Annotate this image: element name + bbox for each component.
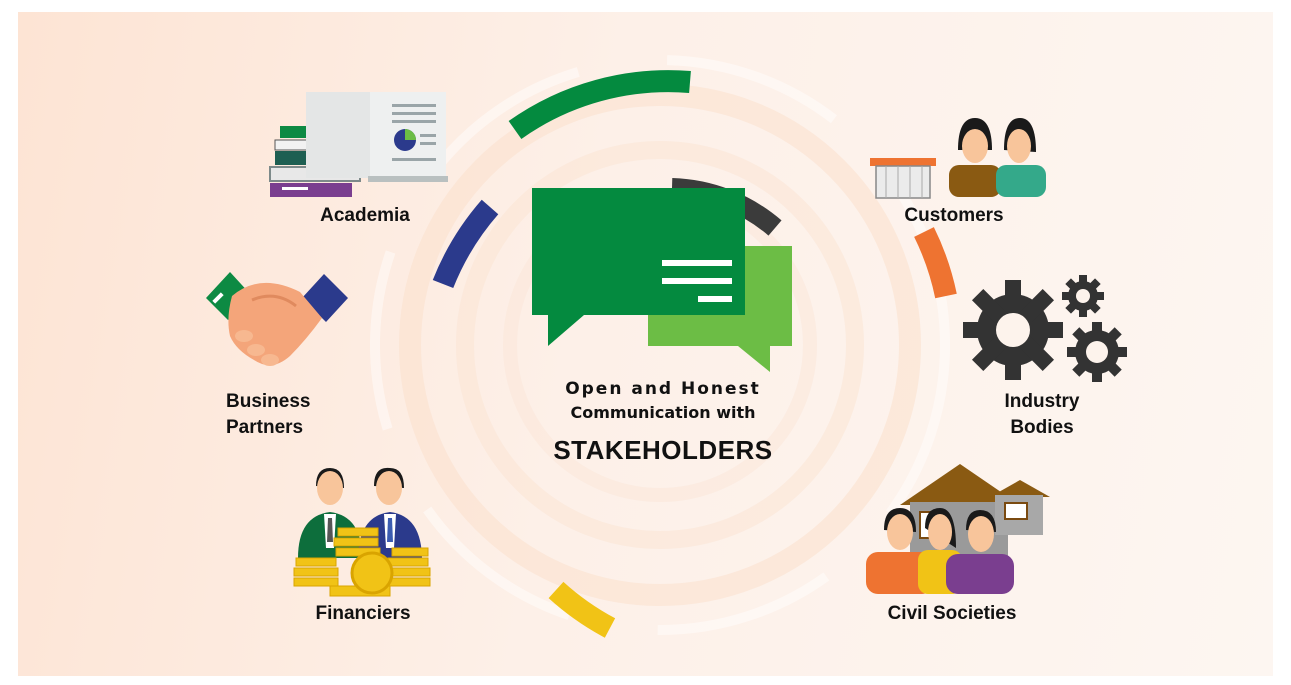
- label-industry-bodies-line1: Industry: [1004, 391, 1080, 412]
- label-civil-societies: Civil Societies: [887, 603, 1017, 624]
- books-icon: [269, 92, 448, 197]
- center-title-line1: Open and Honest: [565, 379, 761, 399]
- center-title-stakeholders: STAKEHOLDERS: [553, 435, 773, 465]
- label-business-partners-line2: Partners: [226, 417, 304, 438]
- arc-yellow: [548, 581, 616, 638]
- arc-orange: [914, 227, 957, 299]
- arc-green: [508, 70, 691, 140]
- label-business-partners-line1: Business: [226, 391, 311, 412]
- label-industry-bodies: Industry Bodies: [985, 389, 1099, 441]
- dark-bubble: [532, 188, 745, 346]
- label-financiers: Financiers: [315, 603, 411, 624]
- arc-navy: [432, 199, 499, 289]
- handshake-icon: [206, 272, 348, 366]
- customers-icon: [870, 118, 1046, 199]
- center-title-line2: Communication with: [570, 403, 756, 422]
- chat-bubbles-icon: [532, 188, 792, 372]
- label-customers: Customers: [904, 205, 1004, 226]
- gears-icon: [963, 275, 1127, 382]
- community-icon: [866, 464, 1050, 594]
- label-business-partners: Business Partners: [226, 389, 346, 441]
- background-panel: [18, 12, 1273, 676]
- label-academia: Academia: [320, 205, 410, 226]
- label-industry-bodies-line2: Bodies: [1010, 417, 1074, 438]
- financiers-icon: [293, 467, 431, 597]
